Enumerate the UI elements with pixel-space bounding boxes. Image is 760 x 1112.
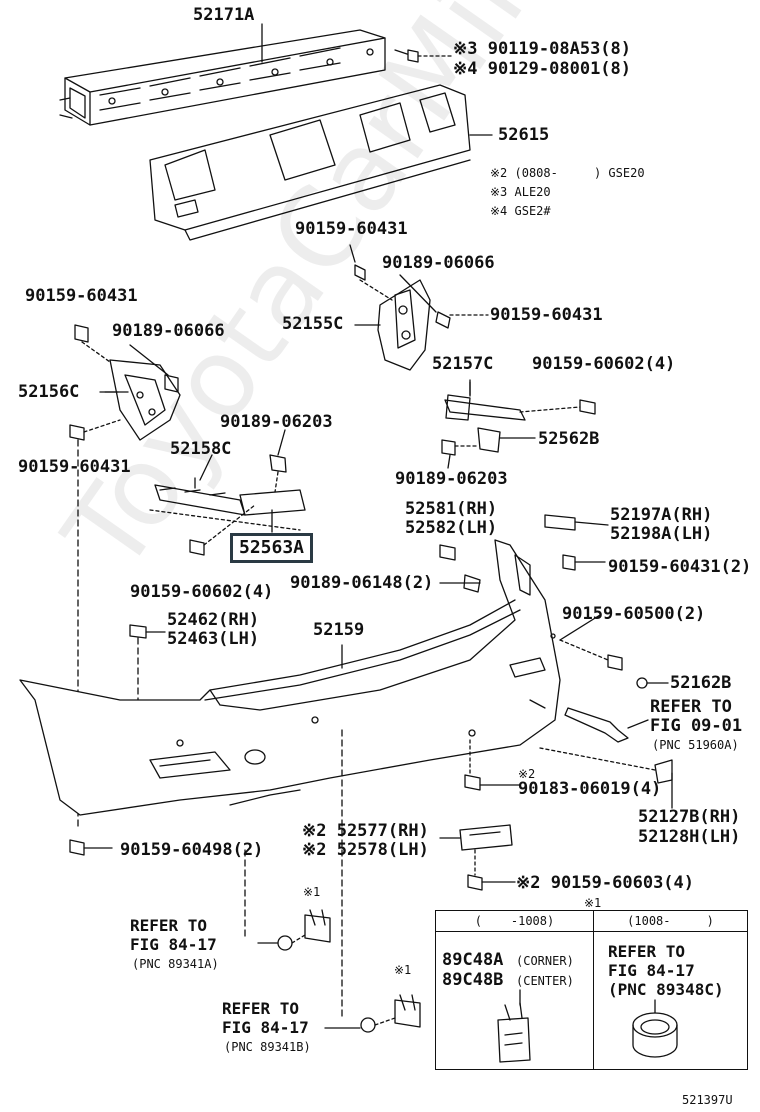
label-90159-right: 90159-60431 — [490, 305, 603, 325]
leader-lines — [104, 244, 609, 641]
sensor-connectors — [257, 909, 421, 1033]
label-52197A: 52197A(RH) — [610, 505, 713, 525]
label-52158C: 52158C — [170, 439, 232, 459]
inset-refer-line2[interactable]: FIG 84-17 — [608, 961, 695, 980]
inset-drawings — [497, 989, 678, 1063]
diagram-id: 521397U — [682, 1093, 733, 1107]
label-89C48B: 89C48B — [442, 970, 504, 990]
bracket-52155C — [354, 264, 489, 371]
label-52562B: 52562B — [538, 429, 600, 449]
sensor-inset-table: ( -1008) (1008- ) 89C48A (CORNER) 89C48B… — [435, 910, 748, 1070]
note-2: ※2 (0808- ) GSE20 — [490, 166, 645, 180]
note-4: ※4 GSE2# — [490, 204, 551, 218]
label-90189-mid: 90189-06066 — [382, 253, 495, 273]
note-center: (CENTER) — [516, 974, 574, 988]
label-52582: 52582(LH) — [405, 518, 498, 538]
label-90189-06148: 90189-06148(2) — [290, 573, 434, 593]
label-52581: 52581(RH) — [405, 499, 498, 519]
refer-fig-84-17-a-pnc: (PNC 89341A) — [132, 957, 219, 971]
refer-fig-84-17-a-line2[interactable]: FIG 84-17 — [130, 935, 217, 954]
right-fasteners — [539, 639, 673, 809]
label-52156C: 52156C — [18, 382, 80, 402]
label-52577: ※2 52577(RH) — [302, 821, 429, 841]
label-90183: 90183-06019(4) — [518, 779, 662, 799]
label-90159-left: 90159-60431 — [25, 286, 138, 306]
label-52578: ※2 52578(LH) — [302, 840, 429, 860]
inset-header-right: (1008- ) — [594, 911, 747, 932]
label-52128H: 52128H(LH) — [638, 827, 741, 847]
mark-1-c: ※1 — [394, 963, 412, 977]
label-90129: ※4 90129-08001(8) — [453, 59, 632, 79]
label-89C48A: 89C48A — [442, 950, 504, 970]
lower-fasteners — [69, 729, 521, 1021]
refer-fig-84-17-b-line1: REFER TO — [222, 999, 300, 1018]
label-52463: 52463(LH) — [167, 629, 260, 649]
label-52171A: 52171A — [193, 5, 255, 25]
label-90159-60431-2: 90159-60431(2) — [608, 557, 752, 577]
label-52198A: 52198A(LH) — [610, 524, 713, 544]
label-90159-60602-l: 90159-60602(4) — [130, 582, 274, 602]
highlighted-part-52563A[interactable]: 52563A — [230, 533, 314, 563]
refer-fig-09-01-line2[interactable]: FIG 09-01 — [650, 716, 743, 736]
label-90159-60603: ※2 90159-60603(4) — [516, 873, 695, 893]
clip-parts — [129, 514, 606, 721]
label-52157C: 52157C — [432, 354, 494, 374]
inset-divider — [593, 911, 594, 1069]
label-90159-60602-r: 90159-60602(4) — [532, 354, 676, 374]
inset-header-left: ( -1008) — [436, 911, 593, 932]
mark-1-b: ※1 — [584, 896, 602, 910]
note-corner: (CORNER) — [516, 954, 574, 968]
label-90189-left: 90189-06066 — [112, 321, 225, 341]
label-52159: 52159 — [313, 620, 365, 640]
bumper-cover — [19, 539, 561, 816]
refer-fig-84-17-b-pnc: (PNC 89341B) — [224, 1040, 311, 1054]
refer-fig-84-17-a-line1: REFER TO — [130, 916, 208, 935]
label-90119: ※3 90119-08A53(8) — [453, 39, 632, 59]
energy-absorber — [149, 84, 493, 241]
label-52615: 52615 — [498, 125, 550, 145]
note-3: ※3 ALE20 — [490, 185, 551, 199]
label-90159-top-mid: 90159-60431 — [295, 219, 408, 239]
mark-2: ※2 — [518, 767, 536, 781]
label-52155C: 52155C — [282, 314, 344, 334]
inset-refer-pnc: (PNC 89348C) — [608, 980, 724, 999]
bumper-reinforcement — [59, 23, 386, 126]
label-90159-left-low: 90159-60431 — [18, 457, 131, 477]
refer-fig-84-17-b-line2[interactable]: FIG 84-17 — [222, 1018, 309, 1037]
refer-fig-09-01-line1: REFER TO — [650, 697, 732, 717]
inset-refer-line1: REFER TO — [608, 942, 686, 961]
label-52162B: 52162B — [670, 673, 732, 693]
retainer-52158C — [149, 454, 306, 556]
label-90159-60498: 90159-60498(2) — [120, 840, 264, 860]
label-52462: 52462(RH) — [167, 610, 260, 630]
label-90159-60500: 90159-60500(2) — [562, 604, 706, 624]
label-52127B: 52127B(RH) — [638, 807, 741, 827]
label-90189-06203-b: 90189-06203 — [395, 469, 508, 489]
label-90189-06203-a: 90189-06203 — [220, 412, 333, 432]
mark-1-a: ※1 — [303, 885, 321, 899]
bolt-90119 — [394, 49, 453, 63]
refer-fig-09-01-pnc: (PNC 51960A) — [652, 738, 739, 752]
